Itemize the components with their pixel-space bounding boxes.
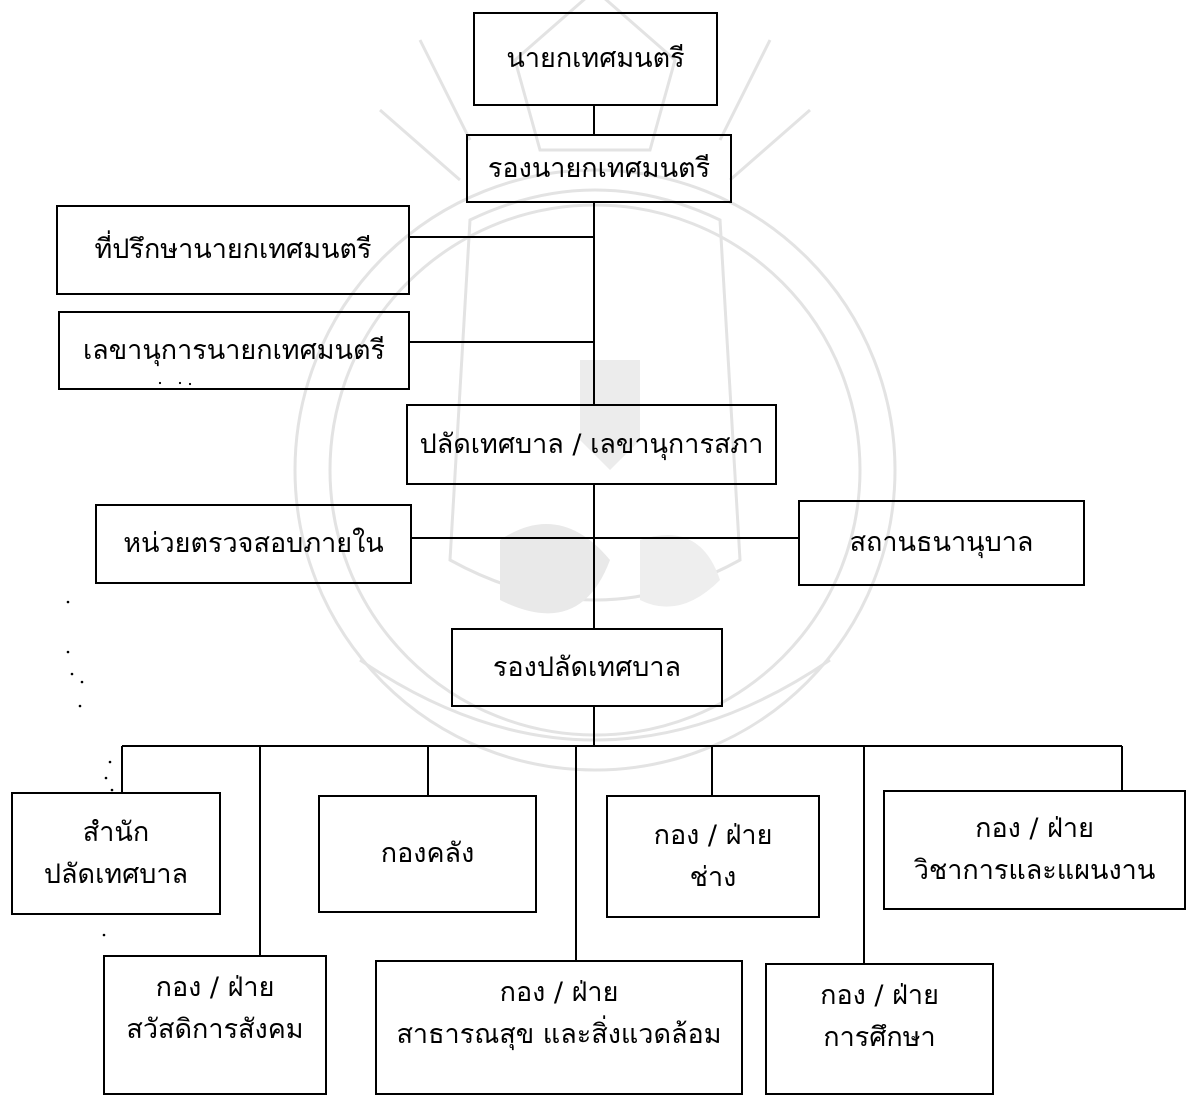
education-label-line1: กอง / ฝ่าย bbox=[820, 980, 939, 1011]
social-welfare-box: กอง / ฝ่าย สวัสดิการสังคม bbox=[103, 955, 327, 1095]
clerk-office-label-line1: สำนัก bbox=[82, 816, 150, 848]
secretary-label: เลขานุการนายกเทศมนตรี bbox=[82, 334, 386, 366]
engineering-label-line1: กอง / ฝ่าย bbox=[653, 819, 773, 851]
social-welfare-label-line1: กอง / ฝ่าย bbox=[155, 972, 275, 1003]
mayor-box: นายกเทศมนตรี bbox=[473, 12, 718, 106]
public-health-label-line1: กอง / ฝ่าย bbox=[499, 977, 619, 1008]
finance-label: กองคลัง bbox=[380, 838, 475, 870]
scan-specks bbox=[66, 381, 192, 937]
deputy-clerk-label: รองปลัดเทศบาล bbox=[492, 651, 682, 683]
engineering-label-line2: ช่าง bbox=[689, 861, 737, 893]
academic-planning-label-line2: วิชาการและแผนงาน bbox=[913, 855, 1156, 886]
pawnshop-box: สถานธนานุบาล bbox=[798, 500, 1085, 586]
academic-planning-label-line1: กอง / ฝ่าย bbox=[975, 813, 1094, 845]
academic-planning-box: กอง / ฝ่าย วิชาการและแผนงาน bbox=[883, 790, 1186, 910]
clerk-label: ปลัดเทศบาล / เลขานุการสภา bbox=[419, 428, 764, 460]
social-welfare-label-line2: สวัสดิการสังคม bbox=[126, 1013, 304, 1045]
mayor-label: นายกเทศมนตรี bbox=[506, 43, 685, 75]
education-label-line2: การศึกษา bbox=[823, 1021, 936, 1053]
internal-audit-label: หน่วยตรวจสอบภายใน bbox=[123, 528, 384, 560]
pawnshop-label: สถานธนานุบาล bbox=[849, 527, 1034, 559]
clerk-box: ปลัดเทศบาล / เลขานุการสภา bbox=[406, 404, 777, 485]
secretary-box: เลขานุการนายกเทศมนตรี bbox=[58, 311, 410, 390]
clerk-office-label-line2: ปลัดเทศบาล bbox=[43, 858, 189, 890]
clerk-office-box: สำนัก ปลัดเทศบาล bbox=[11, 792, 221, 915]
advisor-label: ที่ปรึกษานายกเทศมนตรี bbox=[94, 234, 372, 266]
public-health-label-line2: สาธารณสุข และสิ่งแวดล้อม bbox=[396, 1018, 722, 1050]
deputy-mayor-label: รองนายกเทศมนตรี bbox=[487, 152, 711, 184]
public-health-box: กอง / ฝ่าย สาธารณสุข และสิ่งแวดล้อม bbox=[375, 960, 743, 1095]
internal-audit-box: หน่วยตรวจสอบภายใน bbox=[95, 504, 412, 584]
advisor-box: ที่ปรึกษานายกเทศมนตรี bbox=[56, 205, 410, 295]
finance-box: กองคลัง bbox=[318, 795, 537, 913]
education-box: กอง / ฝ่าย การศึกษา bbox=[765, 963, 994, 1095]
engineering-box: กอง / ฝ่าย ช่าง bbox=[606, 795, 820, 918]
deputy-clerk-box: รองปลัดเทศบาล bbox=[451, 628, 723, 707]
deputy-mayor-box: รองนายกเทศมนตรี bbox=[466, 134, 732, 203]
